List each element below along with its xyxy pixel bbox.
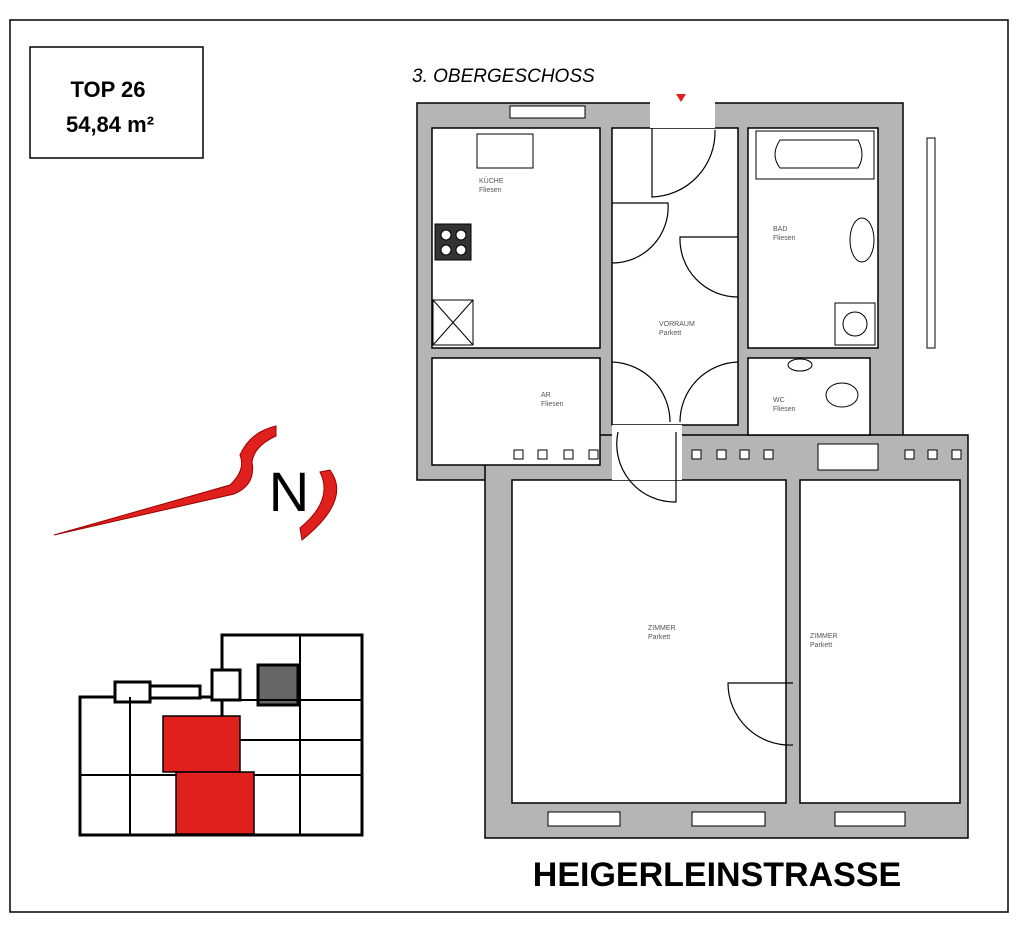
room-name: BAD bbox=[773, 226, 787, 233]
room-floor: Parkett bbox=[810, 642, 832, 649]
windows bbox=[509, 105, 936, 827]
room-floor: Fliesen bbox=[479, 187, 502, 194]
shaft-squares bbox=[513, 449, 962, 460]
entry-opening bbox=[650, 100, 715, 128]
stove-icon bbox=[434, 223, 472, 261]
wc-basin-icon bbox=[787, 358, 813, 372]
room-floor: Parkett bbox=[648, 634, 670, 641]
north-label: N bbox=[269, 460, 309, 523]
toilet-icon bbox=[825, 382, 859, 408]
unit-label: TOP 26 bbox=[70, 77, 145, 102]
room-labels: KÜCHE Fliesen VORRAUM Parkett BAD Fliesen A… bbox=[479, 177, 838, 649]
doors bbox=[611, 128, 794, 746]
room-name: VORRAUM bbox=[659, 321, 695, 328]
room-name: KÜCHE bbox=[479, 177, 504, 185]
room-floor: Fliesen bbox=[541, 401, 564, 408]
entrance-arrow-icon bbox=[676, 94, 686, 102]
room-ar bbox=[431, 357, 601, 466]
room-vorraum bbox=[611, 127, 739, 426]
room-zimmer-1 bbox=[511, 479, 787, 804]
room-zimmer-2 bbox=[799, 479, 961, 804]
area-label: 54,84 m² bbox=[66, 112, 154, 137]
site-plan-thumbnail bbox=[78, 633, 364, 837]
room-name: WC bbox=[773, 397, 785, 404]
room-name: ZIMMER bbox=[648, 625, 676, 632]
room-floor: Fliesen bbox=[773, 406, 796, 413]
sink-icon bbox=[476, 133, 534, 169]
street-name: HEIGERLEINSTRASSE bbox=[533, 856, 901, 894]
room-name: ZIMMER bbox=[810, 633, 838, 640]
door-opening bbox=[612, 425, 682, 480]
room-floor: Parkett bbox=[659, 330, 681, 337]
north-arrow-icon: N bbox=[53, 425, 338, 541]
washbasin-icon bbox=[849, 217, 875, 263]
fixtures bbox=[432, 130, 876, 408]
room-name: AR bbox=[541, 392, 551, 399]
info-box: TOP 26 54,84 m² bbox=[29, 46, 204, 159]
floor-title: 3. OBERGESCHOSS bbox=[412, 66, 595, 87]
outer-frame bbox=[9, 19, 1009, 913]
room-floor: Fliesen bbox=[773, 235, 796, 242]
